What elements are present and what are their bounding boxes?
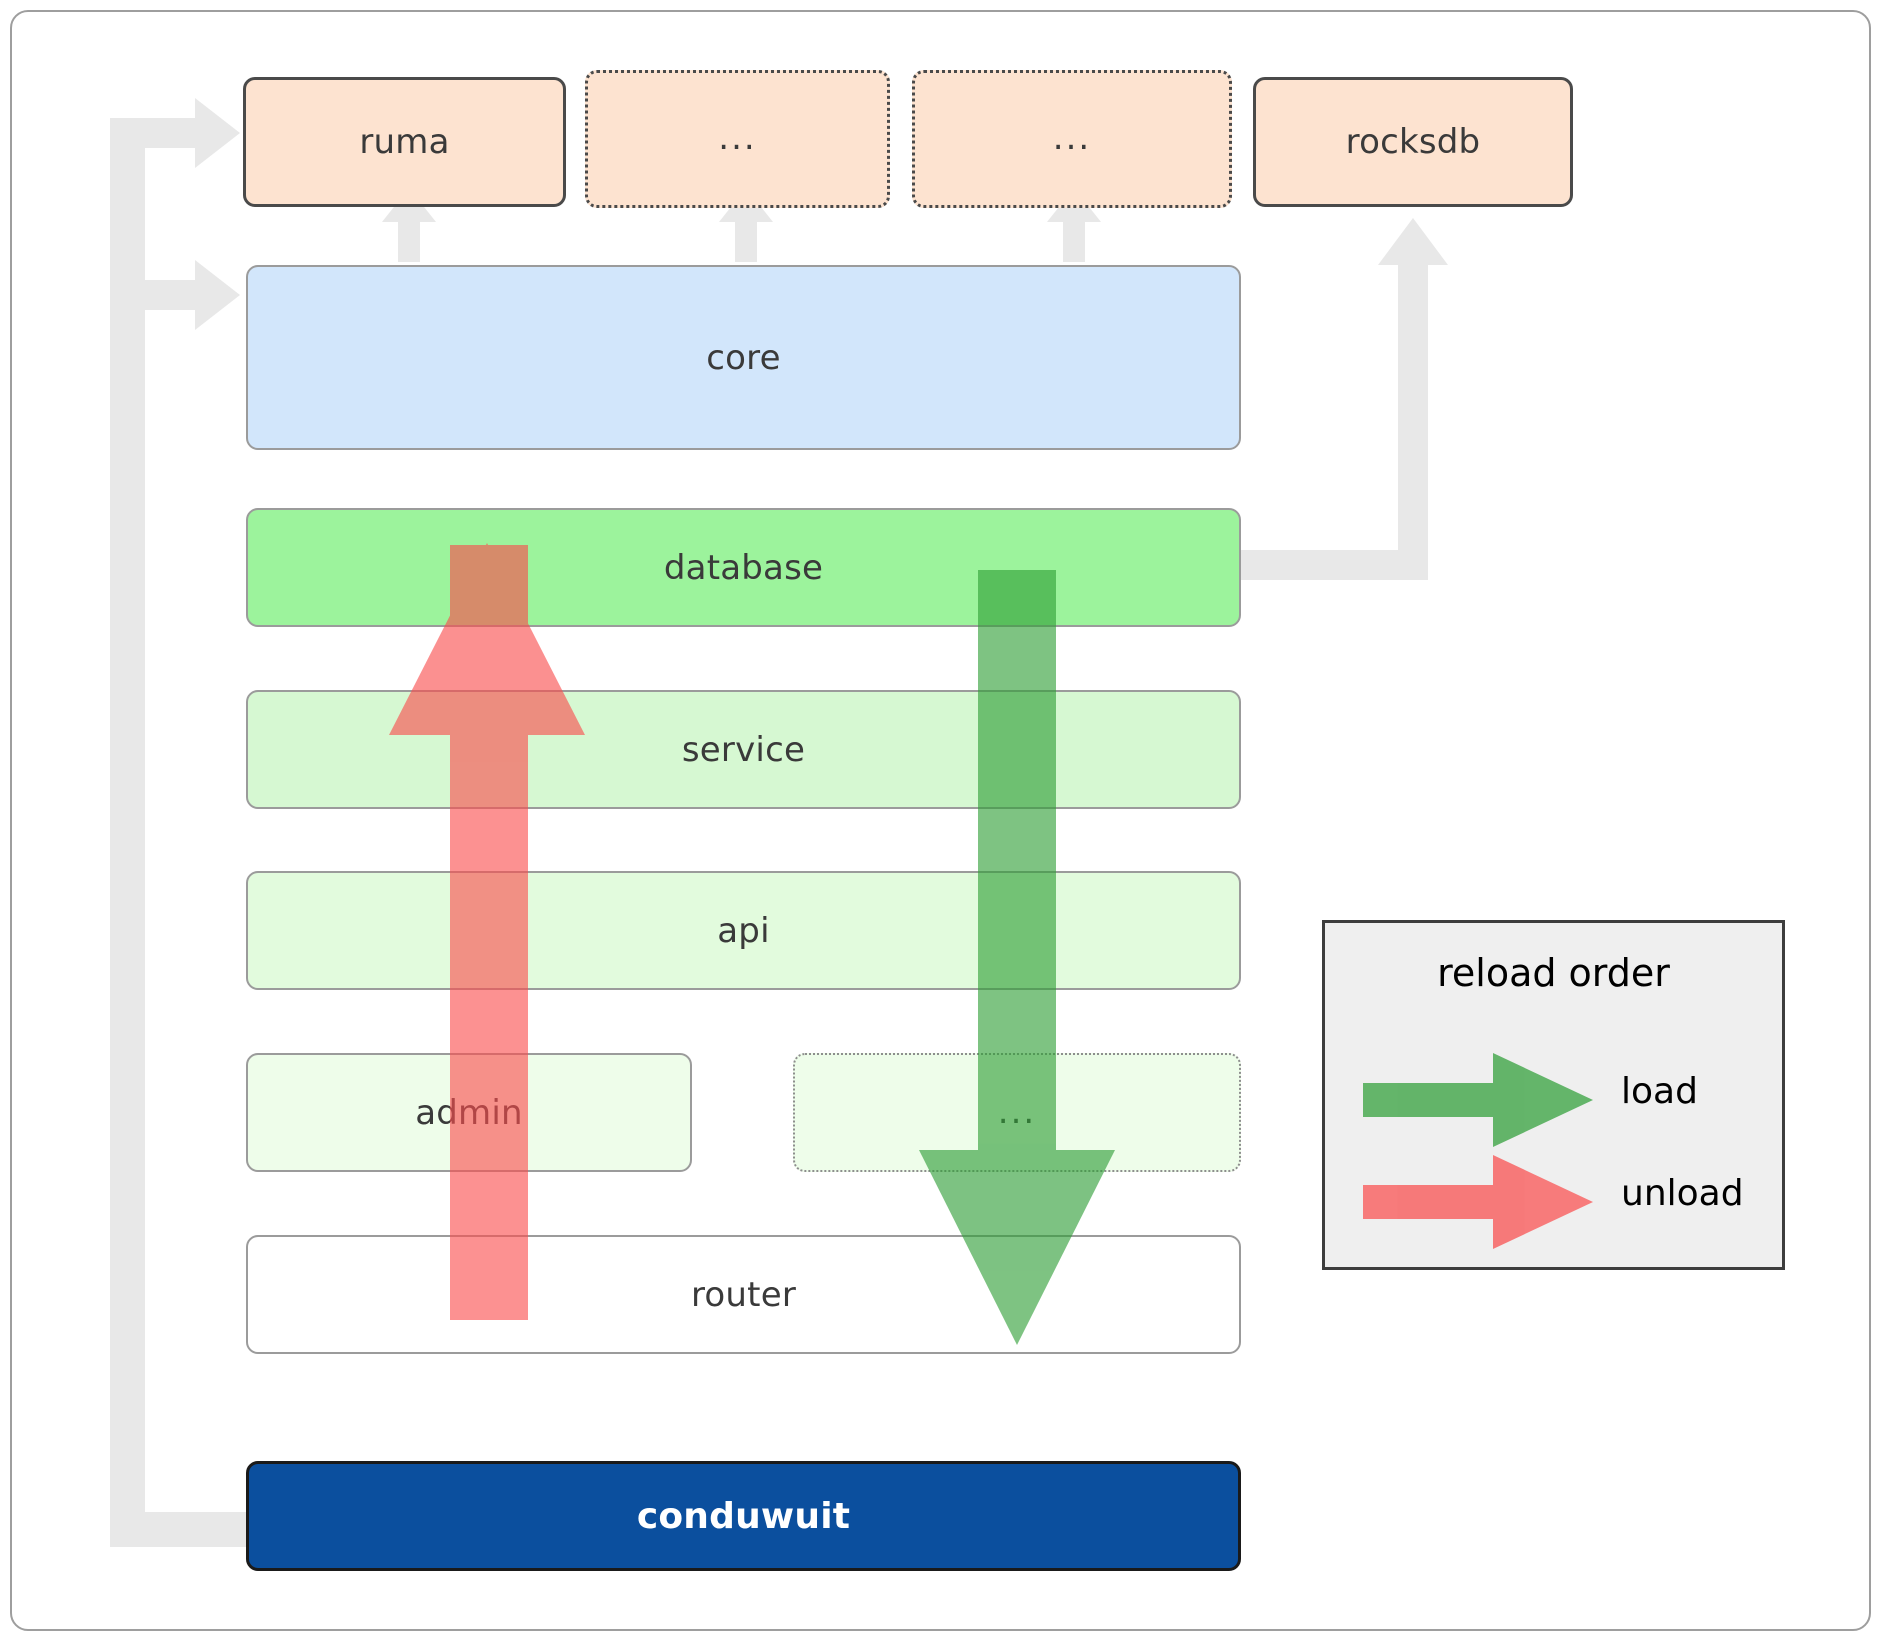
- unload-arrow-icon: [1363, 1155, 1593, 1249]
- node-ruma[interactable]: ruma: [243, 77, 566, 207]
- diagram-frame: [10, 10, 1871, 1631]
- node-dots-1[interactable]: ...: [585, 70, 890, 208]
- node-service-label: service: [681, 729, 806, 770]
- legend-title: reload order: [1437, 951, 1670, 995]
- legend-load-label: load: [1621, 1071, 1698, 1112]
- node-service[interactable]: service: [246, 690, 1241, 809]
- node-admin-label: admin: [415, 1092, 523, 1133]
- legend-unload-label: unload: [1621, 1173, 1744, 1214]
- node-dots-2[interactable]: ...: [912, 70, 1232, 208]
- node-dots-1-label: ...: [718, 118, 757, 159]
- load-arrow-icon: [1363, 1053, 1593, 1147]
- node-database-label: database: [663, 547, 824, 588]
- legend-item-load: load: [1325, 1053, 1782, 1147]
- node-admin[interactable]: admin: [246, 1053, 692, 1172]
- node-router-label: router: [690, 1274, 796, 1315]
- node-api-label: api: [717, 910, 770, 951]
- node-router[interactable]: router: [246, 1235, 1241, 1354]
- node-ruma-label: ruma: [359, 122, 450, 162]
- node-api[interactable]: api: [246, 871, 1241, 990]
- legend-item-unload: unload: [1325, 1155, 1782, 1249]
- node-conduwuit-label: conduwuit: [636, 1495, 851, 1537]
- node-core[interactable]: core: [246, 265, 1241, 450]
- node-dots-2-label: ...: [1052, 118, 1092, 159]
- node-admin-dots-label: ...: [997, 1091, 1037, 1132]
- node-rocksdb[interactable]: rocksdb: [1253, 77, 1573, 207]
- node-admin-dots[interactable]: ...: [793, 1053, 1241, 1172]
- node-database[interactable]: database: [246, 508, 1241, 627]
- legend-box: reload order load unload: [1322, 920, 1785, 1270]
- node-rocksdb-label: rocksdb: [1345, 122, 1481, 162]
- node-conduwuit[interactable]: conduwuit: [246, 1461, 1241, 1571]
- node-core-label: core: [706, 337, 781, 378]
